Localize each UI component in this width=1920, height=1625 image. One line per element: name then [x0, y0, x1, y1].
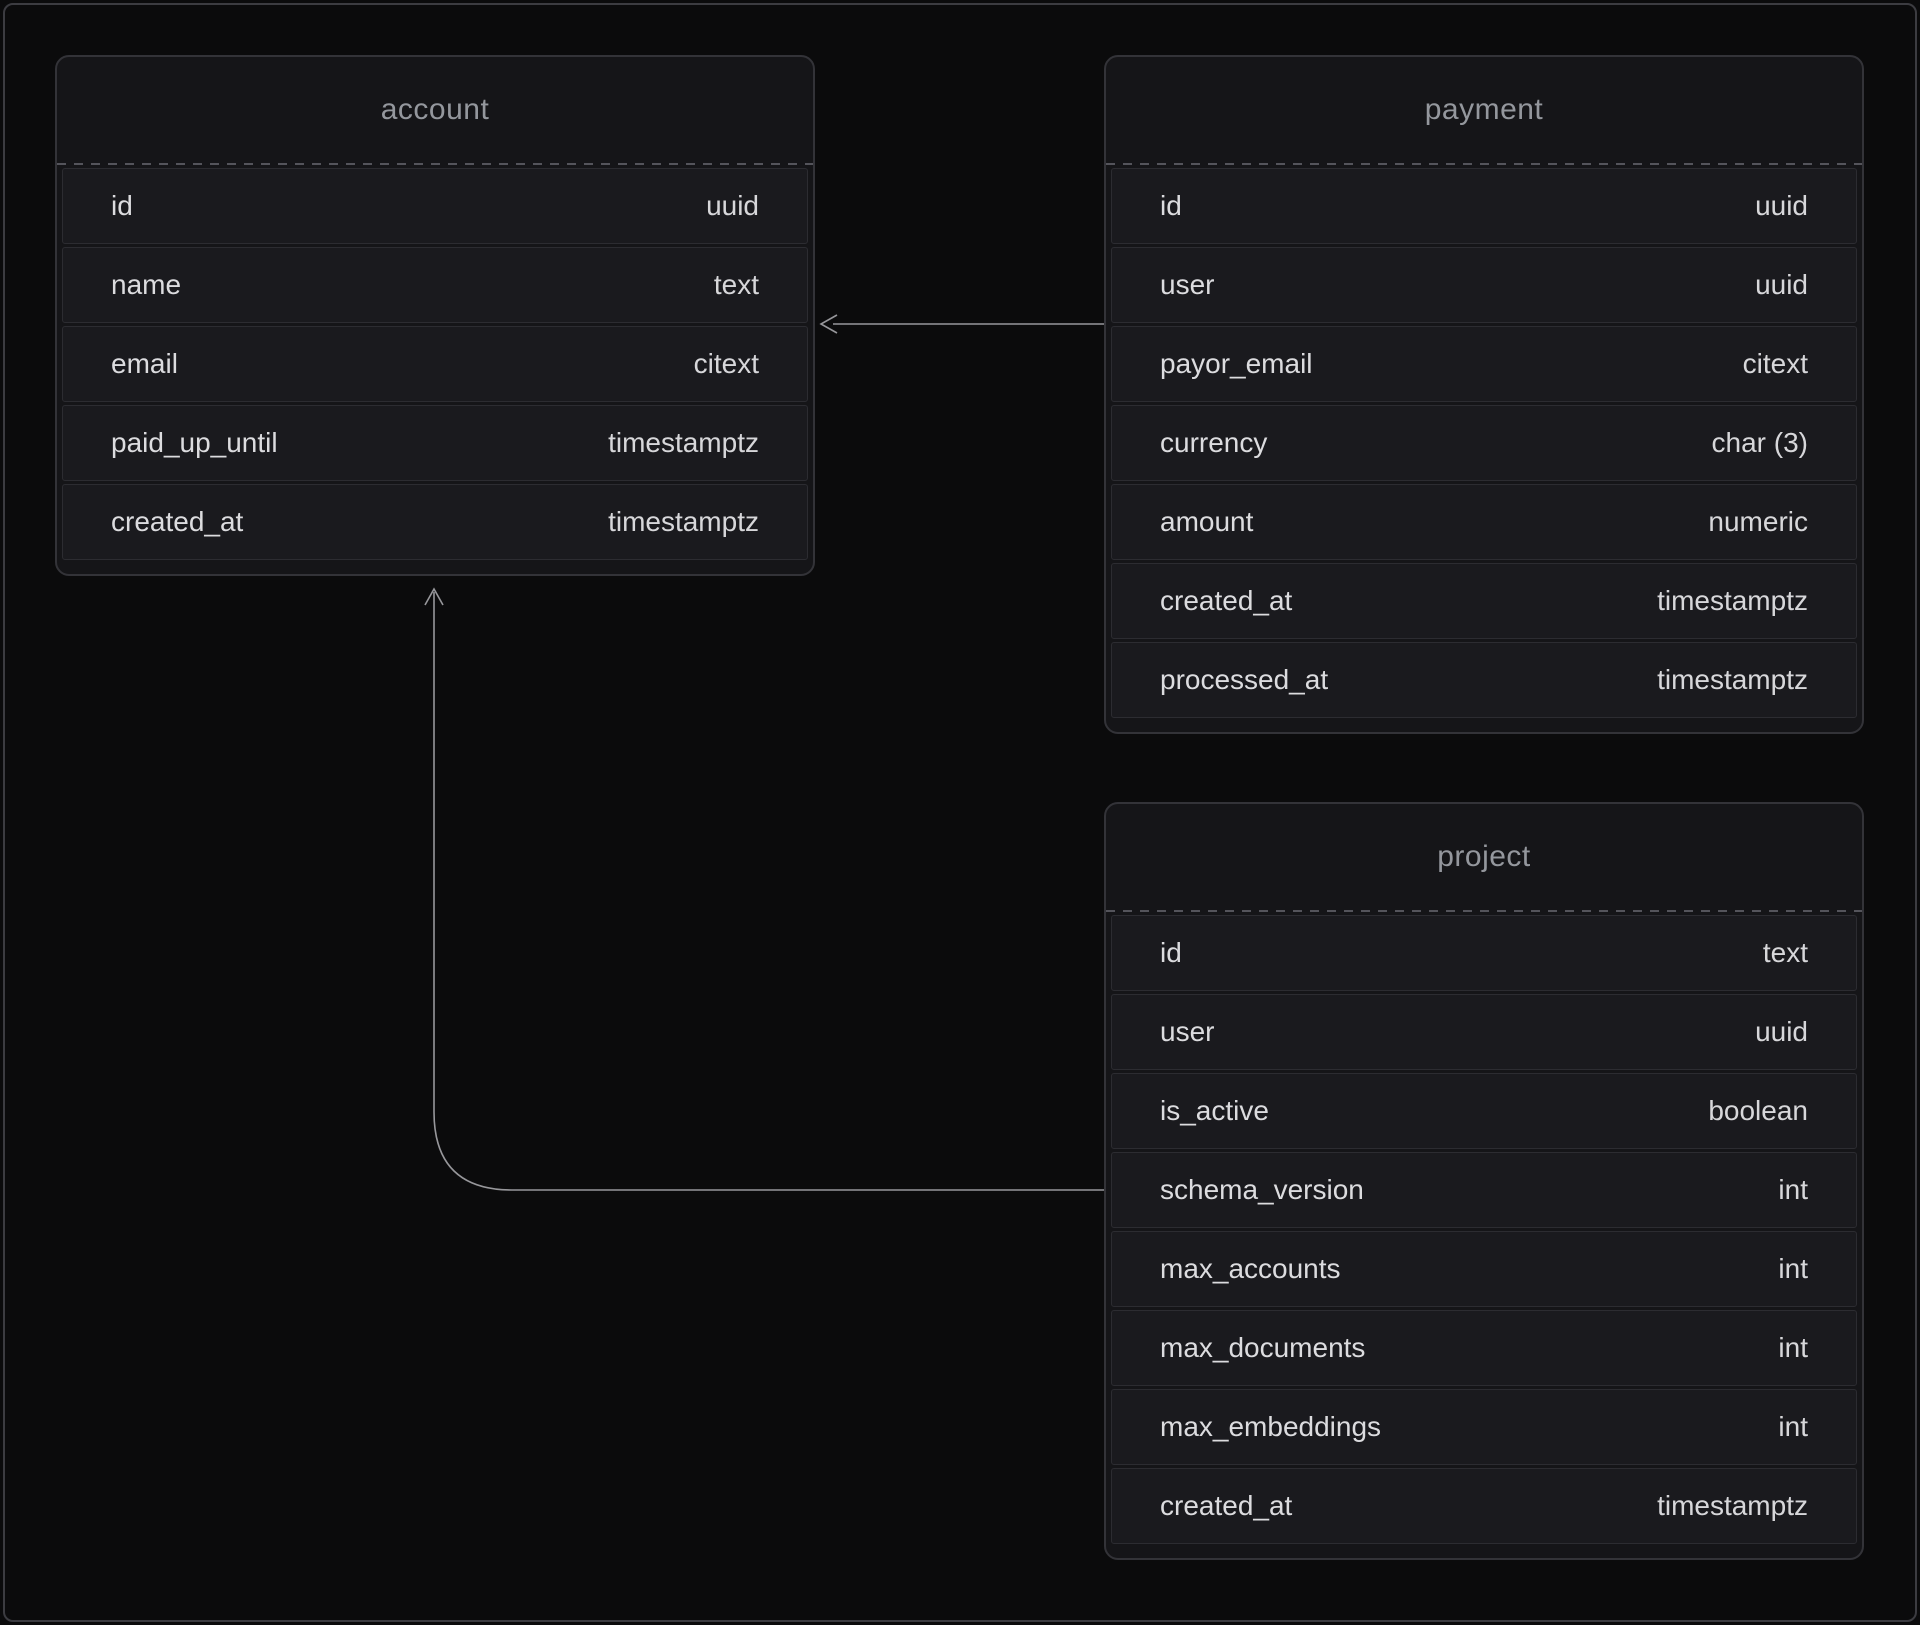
field-type: timestamptz: [1657, 664, 1808, 695]
field-row-max_accounts[interactable]: max_accounts int: [1111, 1231, 1857, 1307]
arrowhead-left-icon: [819, 314, 838, 334]
field-name: created_at: [1160, 585, 1293, 616]
field-name: user: [1160, 1016, 1215, 1047]
field-name: processed_at: [1160, 664, 1329, 695]
header-dashed-divider: [57, 163, 813, 165]
field-type: timestamptz: [608, 427, 759, 458]
field-row-name[interactable]: name text: [62, 247, 808, 323]
field-name: currency: [1160, 427, 1268, 458]
field-name: id: [111, 190, 133, 221]
field-name: payor_email: [1160, 348, 1313, 379]
field-row-paid_up_until[interactable]: paid_up_until timestamptz: [62, 405, 808, 481]
field-name: max_accounts: [1160, 1253, 1341, 1284]
table-title: payment: [1424, 93, 1544, 126]
table-header[interactable]: payment: [1106, 57, 1862, 163]
header-dashed-divider: [1106, 910, 1862, 912]
table-header[interactable]: project: [1106, 804, 1862, 910]
field-type: uuid: [1755, 1016, 1808, 1047]
field-type: int: [1778, 1174, 1808, 1205]
field-type: timestamptz: [608, 506, 759, 537]
field-row-processed_at[interactable]: processed_at timestamptz: [1111, 642, 1857, 718]
field-type: boolean: [1708, 1095, 1808, 1126]
field-type: uuid: [1755, 190, 1808, 221]
header-dashed-divider: [1106, 163, 1862, 165]
table-title: project: [1437, 840, 1531, 873]
field-row-is_active[interactable]: is_active boolean: [1111, 1073, 1857, 1149]
field-row-id[interactable]: id text: [1111, 915, 1857, 991]
field-name: max_embeddings: [1160, 1411, 1382, 1442]
field-row-max_embeddings[interactable]: max_embeddings int: [1111, 1389, 1857, 1465]
field-row-max_documents[interactable]: max_documents int: [1111, 1310, 1857, 1386]
field-type: uuid: [1755, 269, 1808, 300]
field-row-id[interactable]: id uuid: [1111, 168, 1857, 244]
table-node-payment[interactable]: payment id uuid user uuid payor_email citext cu…: [1104, 55, 1864, 734]
field-name: is_active: [1160, 1095, 1269, 1126]
field-name: email: [111, 348, 178, 379]
field-type: citext: [693, 348, 759, 379]
field-type: char (3): [1711, 427, 1808, 458]
field-name: id: [1160, 937, 1182, 968]
field-row-user[interactable]: user uuid: [1111, 994, 1857, 1070]
field-name: amount: [1160, 506, 1254, 537]
relation-line: [433, 592, 1104, 1191]
field-type: int: [1778, 1253, 1808, 1284]
field-name: name: [111, 269, 182, 300]
field-type: numeric: [1708, 506, 1808, 537]
field-row-created_at[interactable]: created_at timestamptz: [1111, 563, 1857, 639]
field-type: citext: [1742, 348, 1808, 379]
field-name: user: [1160, 269, 1215, 300]
field-type: int: [1778, 1332, 1808, 1363]
table-header[interactable]: account: [57, 57, 813, 163]
table-node-account[interactable]: account id uuid name text email citext paid_up_…: [55, 55, 815, 576]
relation-project-to-account: [424, 587, 1104, 1191]
field-row-payor_email[interactable]: payor_email citext: [1111, 326, 1857, 402]
table-node-project[interactable]: project id text user uuid is_active boolean sch…: [1104, 802, 1864, 1560]
relation-payment-to-account: [819, 314, 1104, 334]
field-name: id: [1160, 190, 1182, 221]
field-row-user[interactable]: user uuid: [1111, 247, 1857, 323]
field-type: text: [713, 269, 759, 300]
field-type: text: [1762, 937, 1808, 968]
field-type: int: [1778, 1411, 1808, 1442]
field-type: timestamptz: [1657, 1490, 1808, 1521]
arrowhead-up-icon: [424, 587, 444, 606]
field-name: max_documents: [1160, 1332, 1366, 1363]
field-row-id[interactable]: id uuid: [62, 168, 808, 244]
field-row-schema_version[interactable]: schema_version int: [1111, 1152, 1857, 1228]
field-name: schema_version: [1160, 1174, 1364, 1205]
field-row-created_at[interactable]: created_at timestamptz: [1111, 1468, 1857, 1544]
field-type: uuid: [706, 190, 759, 221]
field-type: timestamptz: [1657, 585, 1808, 616]
field-row-currency[interactable]: currency char (3): [1111, 405, 1857, 481]
field-name: created_at: [111, 506, 244, 537]
field-row-created_at[interactable]: created_at timestamptz: [62, 484, 808, 560]
field-row-email[interactable]: email citext: [62, 326, 808, 402]
field-name: paid_up_until: [111, 427, 278, 458]
field-name: created_at: [1160, 1490, 1293, 1521]
field-row-amount[interactable]: amount numeric: [1111, 484, 1857, 560]
table-title: account: [380, 93, 490, 126]
